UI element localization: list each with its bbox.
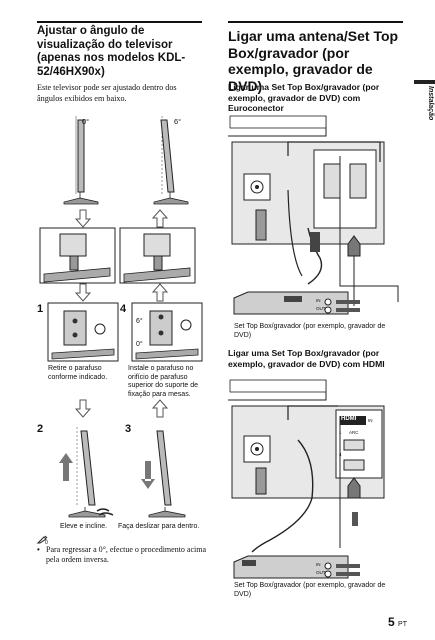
arrow-up-icon (151, 283, 169, 302)
euro-out-label: OUT (316, 306, 326, 311)
angle-0-label: 0° (82, 117, 90, 126)
page-number-suffix: PT (398, 621, 407, 628)
step-4-illustration (131, 302, 203, 362)
euro-in-label: IN (316, 298, 321, 303)
caption-euroconector: Set Top Box/gravador (por exemplo, grava… (234, 323, 386, 339)
right-top-rule (228, 21, 403, 23)
page-number: 5 PT (388, 615, 407, 629)
hdmi-in-label: IN (316, 562, 321, 567)
note-icon: 0 (36, 535, 48, 546)
page-number-value: 5 (388, 615, 395, 629)
arrow-down-icon (74, 399, 92, 418)
left-heading: Ajustar o ângulo de visualização do tele… (37, 25, 186, 78)
stand-closeup-left (39, 227, 116, 284)
arrow-up-icon (151, 209, 169, 228)
side-tab-label: Instalação (427, 86, 434, 121)
hdmi-connection-diagram (228, 379, 385, 579)
hdmi-port-1-label: 1 (339, 430, 342, 435)
step-2-number: 2 (37, 423, 44, 435)
side-tab (414, 80, 435, 120)
hdmi-port-arc-label: ARC (349, 430, 359, 435)
step-4-caption: Instale o parafuso no orifício de parafu… (128, 365, 199, 398)
angle-6-label: 6° (174, 117, 182, 126)
caption-hdmi: Set Top Box/gravador (por exemplo, grava… (234, 582, 386, 598)
step-3-number: 3 (125, 423, 132, 435)
note-text: Para regressar a 0°, efectue o procedime… (46, 545, 207, 564)
note-bullet: • (37, 545, 40, 554)
hdmi-logo-text: HDMI (341, 416, 357, 422)
tv-side-0deg-illustration (63, 116, 99, 205)
left-intro: Este televisor pode ser ajustado dentro … (37, 83, 177, 103)
subheading-euroconector: Ligar uma Set Top Box/gravador (por exem… (228, 82, 380, 113)
step-1-number: 1 (37, 303, 44, 315)
subheading-hdmi: Ligar uma Set Top Box/gravador (por exem… (228, 348, 385, 369)
step-4-label-0deg: 0° (136, 341, 143, 348)
hdmi-out-label: OUT (316, 570, 326, 575)
step-3-illustration (141, 430, 186, 518)
step-3-caption: Faça deslizar para dentro. (118, 523, 200, 530)
hdmi-in-text: IN (368, 418, 373, 423)
side-tab-bg (414, 80, 435, 84)
arrow-up-icon (151, 399, 169, 418)
step-4-number: 4 (120, 303, 127, 315)
step-1-illustration (47, 302, 119, 362)
svg-text:0: 0 (45, 540, 48, 546)
step-1-caption: Retire o parafuso conforme indicado. (48, 365, 108, 381)
hdmi-port-4-label: 4 (339, 452, 342, 457)
tv-side-6deg-illustration (153, 116, 189, 205)
right-heading: Ligar uma antena/Set Top Box/gravador (p… (228, 28, 399, 94)
step-2-illustration (59, 427, 114, 518)
euroconector-connection-diagram (228, 115, 399, 315)
step-4-label-6deg: 6° (136, 318, 143, 325)
arrow-down-icon (74, 283, 92, 302)
left-top-rule (37, 21, 202, 23)
step-2-caption: Eleve e incline. (60, 523, 108, 530)
stand-closeup-right (119, 227, 196, 284)
arrow-down-icon (74, 209, 92, 228)
